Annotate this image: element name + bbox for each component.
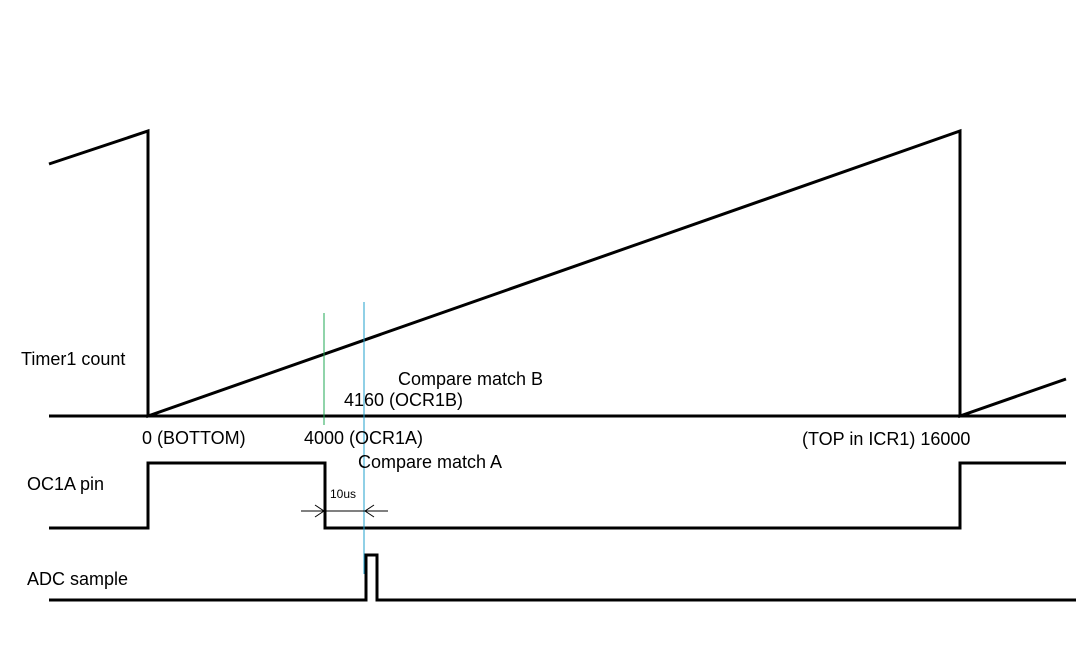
compare-match-b-label: Compare match B xyxy=(398,369,544,389)
oc1a-signal-label: OC1A pin xyxy=(27,474,105,494)
timer-signal-label: Timer1 count xyxy=(21,349,126,369)
delay-dimension xyxy=(301,504,388,518)
top-value-label: (TOP in ICR1) 16000 xyxy=(802,429,971,449)
adc-signal-label: ADC sample xyxy=(27,569,129,589)
oc1a-waveform xyxy=(49,461,1066,530)
ocr1b-value-label: 4160 (OCR1B) xyxy=(344,390,464,410)
bottom-value-label: 0 (BOTTOM) xyxy=(142,428,246,448)
timer-waveform xyxy=(48,128,1067,419)
delay-arrow-left xyxy=(314,504,325,518)
delay-label: 10us xyxy=(330,487,357,501)
delay-arrow-right xyxy=(364,504,375,518)
adc-waveform xyxy=(49,553,1076,602)
compare-match-a-label: Compare match A xyxy=(358,452,503,472)
ocr1a-value-label: 4000 (OCR1A) xyxy=(304,428,424,448)
timer-sawtooth xyxy=(48,128,1067,419)
